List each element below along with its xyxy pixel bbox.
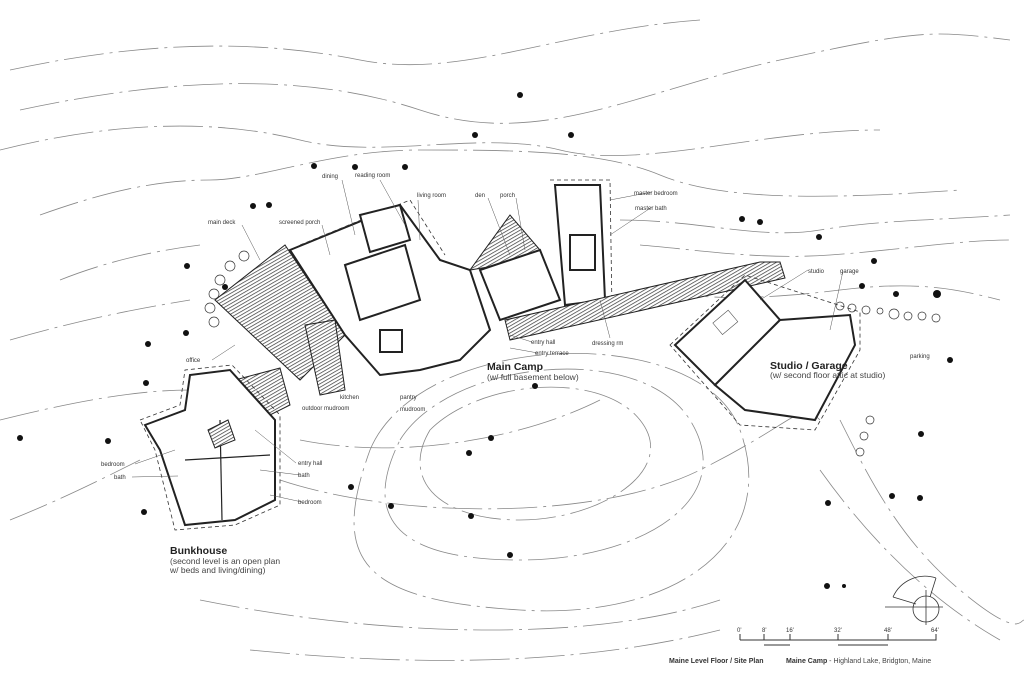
bunkhouse-title: Bunkhouse [170,545,227,557]
label-pantry: pantry [400,395,417,401]
label-bath-left: bath [114,475,126,481]
room-labels: dining reading room living room den porc… [101,173,930,506]
label-main-deck: main deck [208,220,236,226]
project-name: Maine Camp [786,658,827,665]
topographic-contours [0,19,1024,661]
scale-tick-1: 8' [762,628,766,634]
label-mudroom: mudroom [400,407,425,413]
studio-garage-title: Studio / Garage [770,360,848,372]
label-dining: dining [322,174,338,180]
scale-bar: 0' 8' 16' 32' 48' 64' [737,628,939,646]
bunkhouse-note-1: (second level is an open plan [170,556,280,566]
label-bedroom-left: bedroom [101,462,125,468]
scale-tick-2: 16' [786,628,794,634]
label-kitchen: kitchen [340,395,359,401]
studio-garage-note: (w/ second floor attic at studio) [770,370,885,380]
main-camp-note: (w/ full basement below) [487,372,579,382]
main-camp-building [214,179,786,396]
bunkhouse-note-2: w/ beds and living/dining) [169,565,266,575]
label-bath-right: bath [298,473,310,479]
label-entry-hall-bunk: entry hall [298,461,322,467]
studio-garage-building [669,274,861,431]
label-entry-terrace: entry terrace [535,351,569,357]
project-line: Maine Camp - Highland Lake, Bridgton, Ma… [786,658,931,665]
project-location: - Highland Lake, Bridgton, Maine [827,658,931,665]
north-arrow [885,575,943,625]
stone-wall-boulders [204,250,941,457]
label-reading-room: reading room [355,173,390,179]
label-garage: garage [840,269,859,275]
label-living-room: living room [417,193,446,199]
scale-tick-4: 48' [884,628,892,634]
label-master-bath: master bath [635,206,667,212]
label-studio: studio [808,269,825,275]
main-camp-title: Main Camp [487,361,543,373]
label-entry-hall-main: entry hall [531,340,555,346]
label-bedroom-right: bedroom [298,500,322,506]
label-parking: parking [910,354,930,360]
title-block: Maine Level Floor / Site Plan Maine Camp… [669,658,931,665]
label-screened-porch: screened porch [279,220,320,226]
bunkhouse-building [139,364,291,531]
label-master-bedroom: master bedroom [634,191,678,197]
label-outdoor-mudroom: outdoor mudroom [302,406,349,412]
plan-title: Maine Level Floor / Site Plan [669,658,764,665]
label-den: den [475,193,485,199]
label-dressing-rm: dressing rm [592,341,623,347]
building-titles: Main Camp (w/ full basement below) Studi… [169,360,885,575]
leader-lines [131,179,844,503]
scale-tick-5: 64' [931,628,939,634]
scale-tick-0: 0' [737,628,741,634]
label-office: office [186,358,201,364]
label-porch: porch [500,193,515,199]
scale-tick-3: 32' [834,628,842,634]
trees [17,92,953,589]
